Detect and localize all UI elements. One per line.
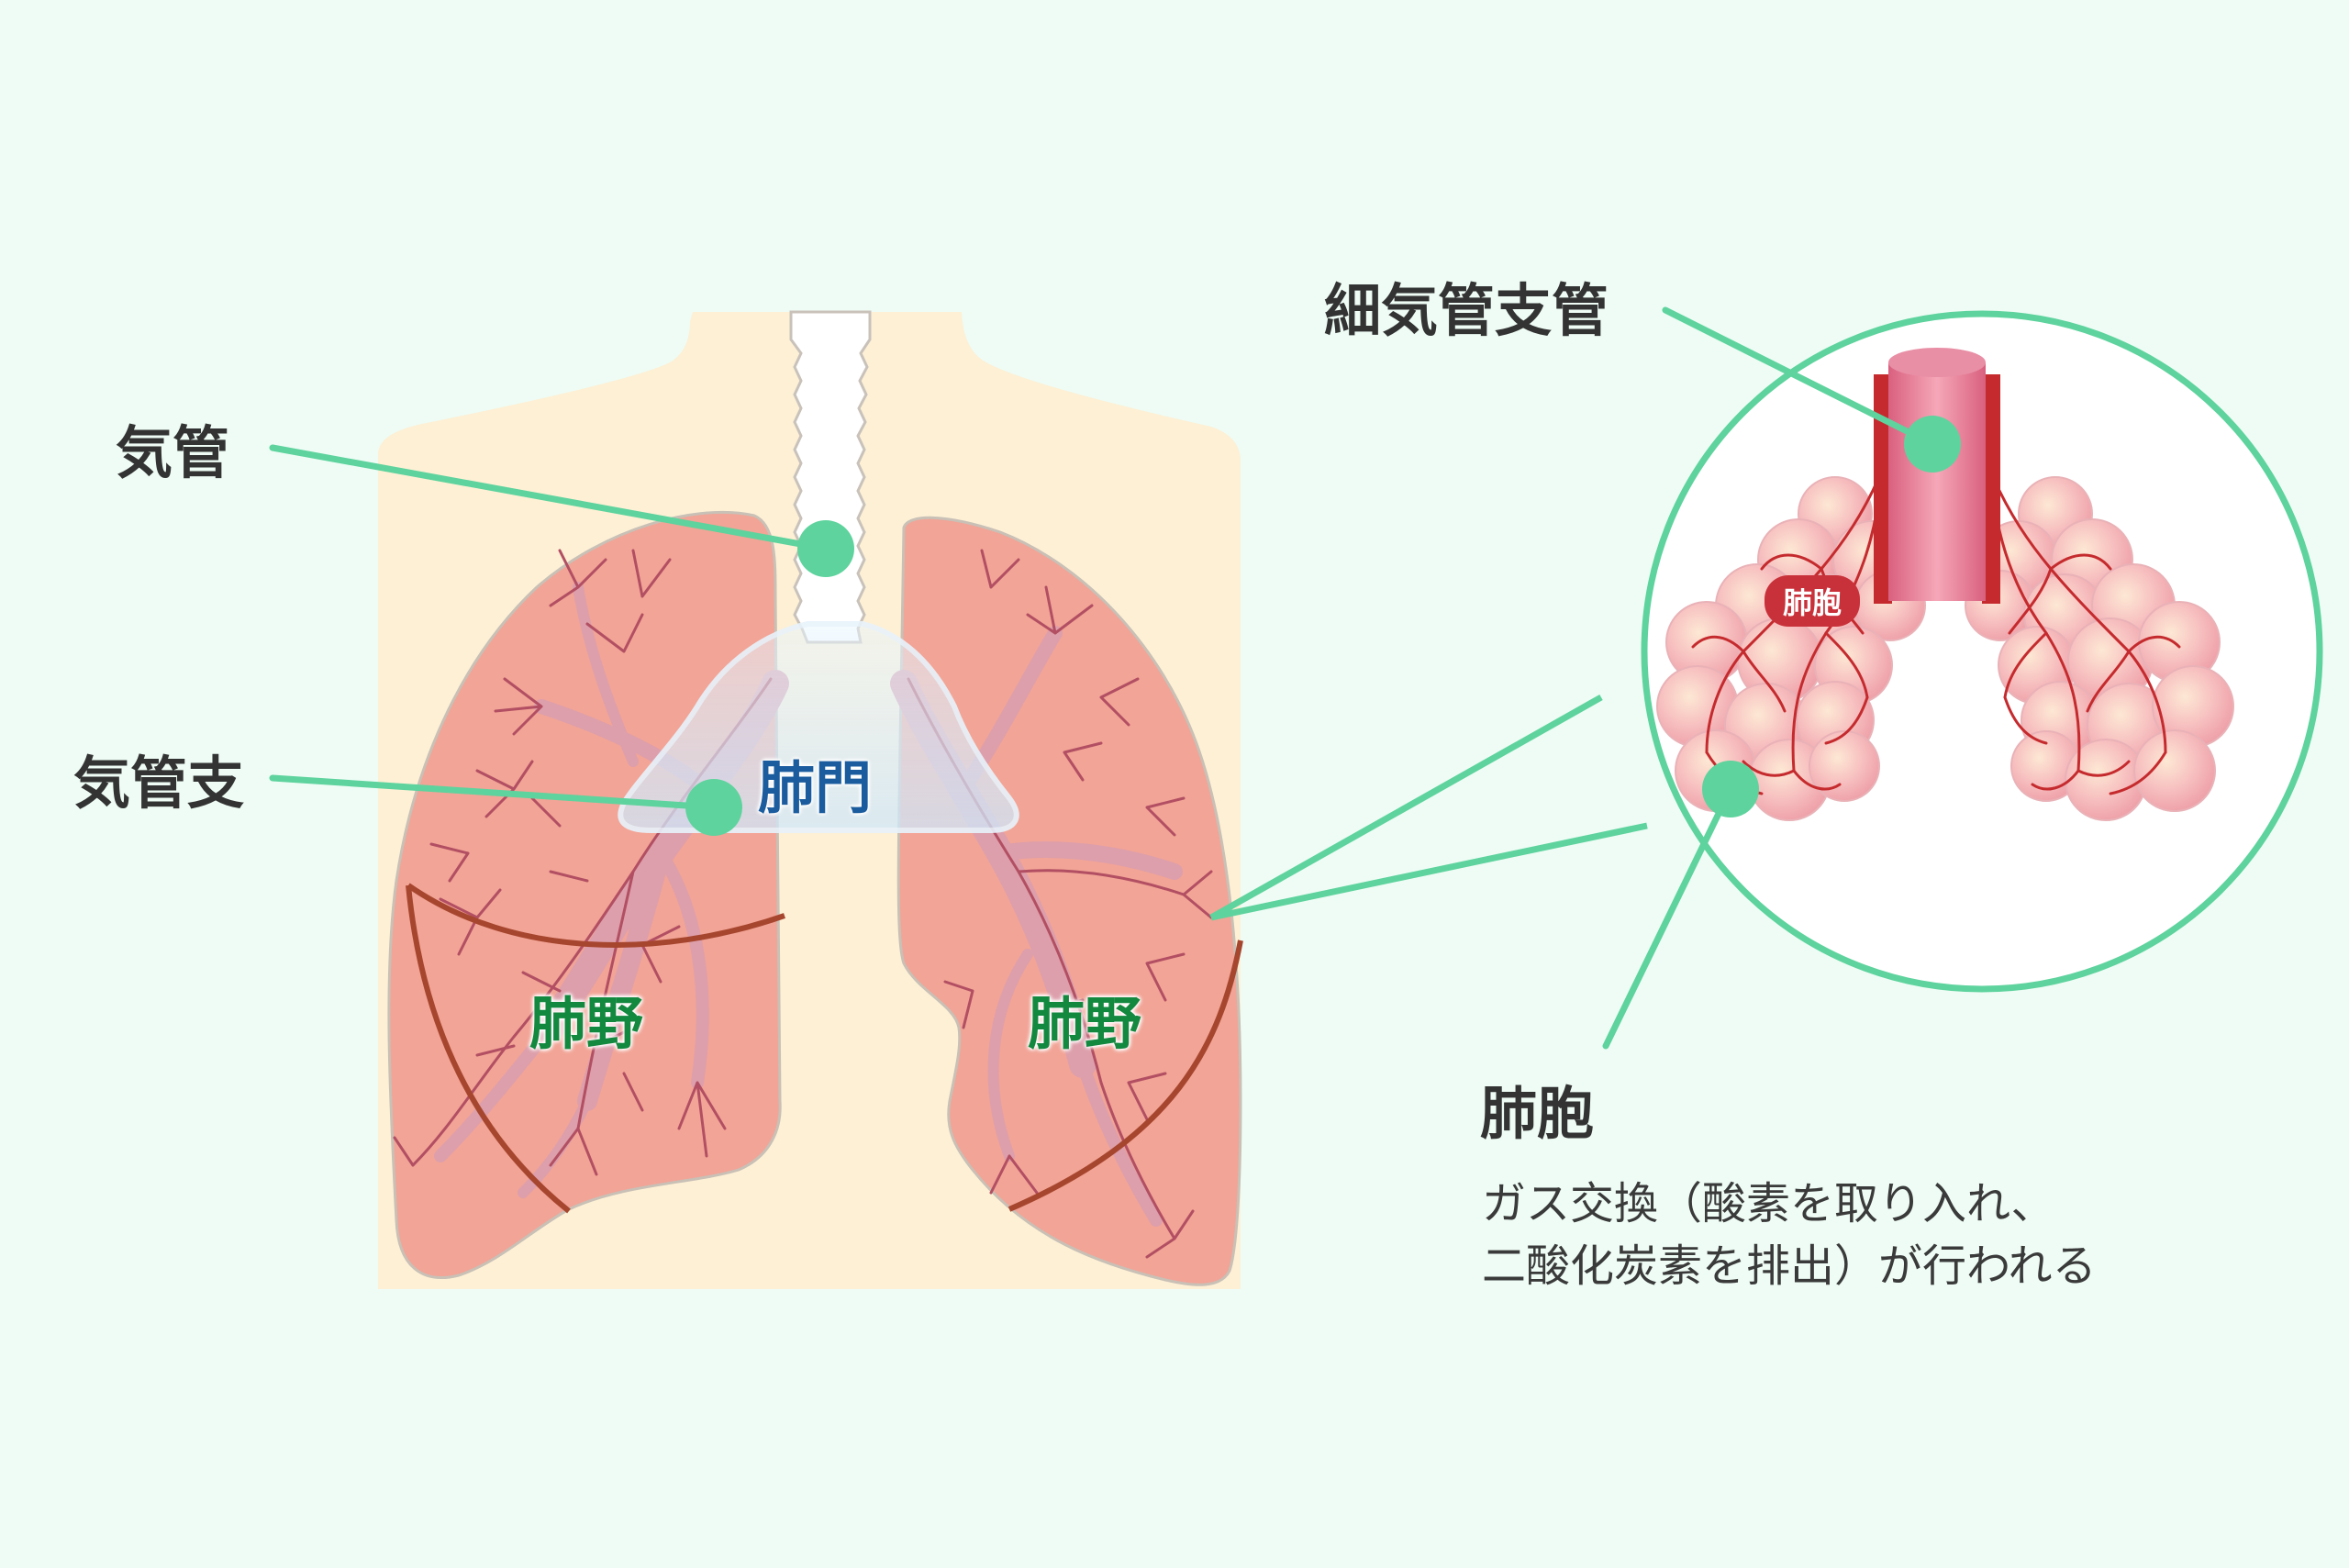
bronchiole-tube-top <box>1888 348 1986 377</box>
fissure-left <box>406 883 785 948</box>
leader-trachea <box>269 444 829 552</box>
bronchial-tree-right-fine <box>907 549 1213 1259</box>
leader-bronchus <box>269 774 718 811</box>
bronchiole-artery-left <box>1874 374 1892 604</box>
label-lung-field-right: 肺野 <box>1028 990 1142 1057</box>
dot-bronchiole <box>1904 416 1961 473</box>
leader-bronchiole <box>1662 306 1936 448</box>
zoom-wedge-lower <box>1210 822 1648 921</box>
alveolar-cluster-right <box>1965 476 2234 821</box>
leader-alveolus <box>1602 785 1734 1050</box>
capillary-vessels-right <box>1991 475 2181 795</box>
bronchiole-artery-right <box>1982 374 2000 604</box>
label-hilum: 肺門 <box>758 754 873 821</box>
fissure-right <box>1008 940 1243 1212</box>
leader-lines <box>269 306 1936 1050</box>
dot-bronchus <box>685 779 742 836</box>
label-trachea: 気管 <box>116 419 230 486</box>
alveolus-description-line1: ガス交換（酸素を取り入れ、 <box>1482 1178 2055 1229</box>
bronchiole-tube <box>1888 362 1986 601</box>
label-alveolus: 肺胞 <box>1480 1080 1595 1147</box>
label-lung-field-left: 肺野 <box>529 990 644 1057</box>
label-bronchus: 気管支 <box>73 750 245 817</box>
lung-right <box>896 516 1242 1286</box>
alveolus-description-line2: 二酸化炭素を排出）が行われる <box>1482 1240 2097 1292</box>
hilum-region <box>618 621 1019 833</box>
fissure-left-oblique <box>406 884 571 1214</box>
trachea-tube <box>789 310 872 644</box>
zoom-wedge-upper <box>1209 694 1603 921</box>
label-bronchiole: 細気管支管 <box>1324 277 1609 344</box>
lung-left <box>387 510 782 1279</box>
dot-trachea <box>797 520 854 577</box>
badge-alveolus: 肺胞 <box>1765 575 1861 627</box>
bronchial-tree-left-fine <box>393 549 773 1176</box>
alveoli-zoom-circle <box>1641 310 2323 993</box>
dot-alveolus <box>1702 761 1759 817</box>
